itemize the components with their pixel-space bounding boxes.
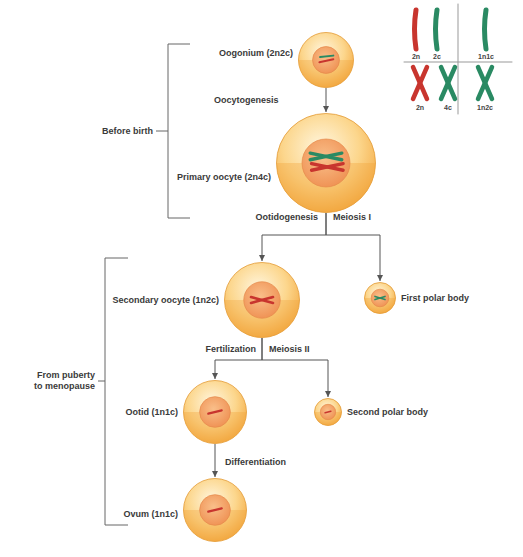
nucleus (313, 47, 340, 74)
cell-node: Secondary oocyte (1n2c) (224, 262, 300, 338)
chromosome (441, 67, 455, 99)
nucleus (244, 282, 280, 318)
ploidy-label: 2n (412, 53, 420, 61)
chromosome (251, 297, 273, 303)
cell-label: Primary oocyte (2n4c) (177, 172, 271, 183)
cell-node: Second polar body (314, 398, 342, 426)
cell-membrane (315, 399, 342, 426)
process-label: Differentiation (225, 457, 286, 468)
chromosome (312, 164, 344, 171)
chromosome (251, 297, 273, 303)
cell-node: Ovum (1n1c) (183, 478, 247, 542)
bracket-line (168, 44, 190, 218)
chromatid (415, 10, 417, 49)
cell-membrane (184, 479, 247, 542)
chromosomes (310, 153, 343, 170)
cell-node: Oogonium (2n2c) (298, 32, 354, 88)
cell-label: Oogonium (2n2c) (219, 48, 293, 59)
nucleus (320, 404, 335, 419)
chromosomes (375, 296, 385, 299)
chromosomes (325, 411, 331, 412)
cell-membrane (225, 263, 300, 338)
cell-illustration (183, 478, 247, 542)
chromatid (319, 59, 333, 62)
chromosome (441, 67, 455, 99)
ploidy-label: 1n1c (478, 53, 494, 61)
cell-label: Secondary oocyte (1n2c) (112, 295, 219, 306)
cell-membrane (365, 283, 396, 314)
cell-label: Second polar body (347, 407, 428, 418)
chromosome (375, 296, 385, 299)
chromosomes (319, 56, 333, 63)
chromatid (325, 411, 331, 412)
ploidy-label: 2n (416, 104, 424, 112)
chromosome (478, 67, 492, 99)
process-arrow (262, 213, 326, 261)
chromatid (208, 508, 221, 511)
ploidy-label: 4c (444, 104, 452, 112)
cell-label: Ovum (1n1c) (123, 509, 178, 520)
process-arrow (326, 88, 327, 112)
ploidy-label: 2c (433, 53, 441, 61)
cell-illustration (298, 32, 354, 88)
cell-illustration (276, 113, 376, 213)
cell-illustration (224, 262, 300, 338)
chromosome (478, 67, 492, 99)
key-divider (458, 4, 459, 114)
nucleus (371, 289, 389, 307)
cell-label: First polar body (401, 293, 469, 304)
chromatid (436, 10, 438, 49)
chromosome (310, 153, 342, 160)
process-arrow (262, 338, 328, 397)
process-arrow (215, 338, 262, 379)
stage-label: Meiosis I (333, 212, 371, 223)
bracket (98, 44, 190, 525)
process-arrow (215, 444, 216, 477)
process-label: Oocytogenesis (214, 95, 279, 106)
chromatid (320, 56, 333, 57)
stage-label: Meiosis II (269, 344, 310, 355)
chromosomes (251, 297, 273, 303)
nucleus (200, 495, 231, 526)
chromosomes (208, 410, 221, 413)
cell-illustration (314, 398, 342, 426)
bracket-tick (98, 381, 105, 382)
chromosome (310, 153, 342, 160)
chromosome (413, 67, 427, 99)
cell-illustration (183, 380, 247, 444)
cell-membrane (184, 381, 247, 444)
process-arrow (326, 213, 380, 281)
cell-membrane (277, 114, 376, 213)
stage-label: Fertilization (205, 344, 256, 355)
chromosome (413, 67, 427, 99)
chromosome (375, 296, 385, 299)
stage-label: Ootidogenesis (255, 212, 318, 223)
cell-illustration (364, 282, 396, 314)
stage-label: From puberty to menopause (29, 370, 95, 392)
cell-membrane (299, 33, 354, 88)
chromosome-key (404, 4, 512, 114)
bracket-tick (156, 131, 168, 132)
stage-label: Before birth (102, 126, 153, 137)
cell-node: Ootid (1n1c) (183, 380, 247, 444)
ploidy-label: 1n2c (477, 104, 493, 112)
nucleus (302, 139, 350, 187)
chromatid (485, 10, 487, 49)
chromatid (208, 410, 221, 413)
chromosomes (208, 508, 221, 511)
chromosome (312, 164, 344, 171)
cell-node: First polar body (364, 282, 396, 314)
cell-label: Ootid (1n1c) (125, 407, 178, 418)
nucleus (200, 397, 231, 428)
cell-node: Primary oocyte (2n4c) (276, 113, 376, 213)
